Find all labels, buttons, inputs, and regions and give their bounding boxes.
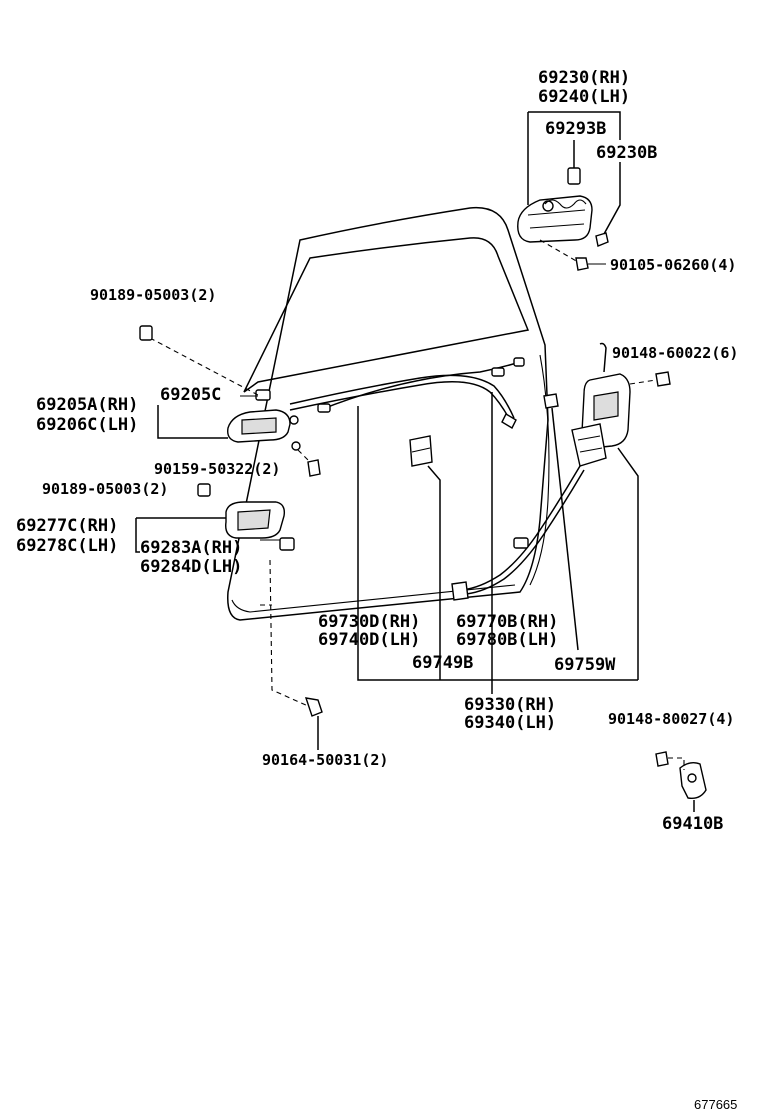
label-69770b-rh: 69770B(RH) xyxy=(456,612,558,632)
label-69749b: 69749B xyxy=(412,653,473,673)
label-69230-rh: 69230(RH) xyxy=(538,68,630,88)
label-69284d-lh: 69284D(LH) xyxy=(140,557,242,577)
label-69278c-lh: 69278C(LH) xyxy=(16,536,118,556)
label-90164: 90164-50031(2) xyxy=(262,751,388,769)
leaders-lock xyxy=(357,392,639,694)
label-69206c-lh: 69206C(LH) xyxy=(36,415,138,435)
label-69740d-lh: 69740D(LH) xyxy=(318,630,420,650)
label-69205a-rh: 69205A(RH) xyxy=(36,395,138,415)
label-69230b: 69230B xyxy=(596,143,657,163)
lock-clip xyxy=(543,393,559,409)
label-90148-80027: 90148-80027(4) xyxy=(608,710,734,728)
door-frame xyxy=(227,206,550,621)
label-69330-rh: 69330(RH) xyxy=(464,695,556,715)
part-labels: 69230(RH) 69240(LH) 69293B 69230B 90105-… xyxy=(16,68,738,1112)
label-69240-lh: 69240(LH) xyxy=(538,87,630,107)
label-90148-60022: 90148-60022(6) xyxy=(612,344,738,362)
inside-door-handle xyxy=(227,389,291,443)
label-69730d-rh: 69730D(RH) xyxy=(318,612,420,632)
screw-90164 xyxy=(304,697,323,750)
label-69759w: 69759W xyxy=(554,655,616,675)
label-90159: 90159-50322(2) xyxy=(154,460,280,478)
leader-69749b xyxy=(427,465,441,680)
screw-90159 xyxy=(289,415,321,477)
label-90105: 90105-06260(4) xyxy=(610,256,736,274)
label-69293b: 69293B xyxy=(545,119,606,139)
leader-69759w xyxy=(551,407,579,651)
inside-handle-bezel xyxy=(197,483,295,551)
door-lock-cables xyxy=(289,357,525,429)
label-69283a-rh: 69283A(RH) xyxy=(140,538,242,558)
door-striker xyxy=(655,751,707,812)
label-69410b: 69410B xyxy=(662,814,723,834)
label-69205c: 69205C xyxy=(160,385,221,405)
outside-door-handle xyxy=(517,167,609,271)
leaders-bezel xyxy=(135,517,309,707)
label-90189-lower: 90189-05003(2) xyxy=(42,480,168,498)
cable-clamp xyxy=(409,435,433,467)
label-69780b-lh: 69780B(LH) xyxy=(456,630,558,650)
label-90189-upper: 90189-05003(2) xyxy=(90,286,216,304)
figure-number: 677665 xyxy=(694,1097,737,1112)
leaders-outside-handle xyxy=(527,111,621,265)
label-69277c-rh: 69277C(RH) xyxy=(16,516,118,536)
leaders-inside-handle xyxy=(139,325,259,439)
label-69340-lh: 69340(LH) xyxy=(464,713,556,733)
door-lock-assembly xyxy=(451,342,671,601)
